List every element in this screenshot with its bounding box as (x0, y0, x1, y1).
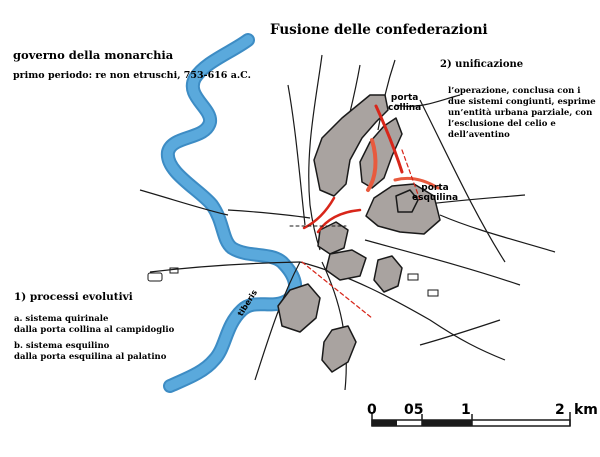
scale-label-05: 05 (404, 402, 424, 418)
porta-collina-label: porta collina (388, 93, 422, 113)
process-a-title: a. sistema quirinale (14, 314, 109, 324)
hill-aventine (277, 283, 321, 333)
settlement (169, 267, 179, 274)
road (287, 84, 306, 226)
scale-unit: km (574, 402, 598, 418)
road (149, 261, 301, 273)
settlement (147, 272, 163, 282)
process-a-desc: dalla porta collina al campidoglio (14, 325, 175, 335)
porta-collina-line2: collina (388, 102, 422, 113)
scale-label-2: 2 (555, 402, 565, 418)
road (308, 54, 323, 251)
hill-caelian (373, 255, 403, 293)
settlement (427, 289, 439, 297)
dashed-line (301, 261, 373, 319)
scale-label-0: 0 (367, 402, 377, 418)
process-b-desc: dalla porta esquilina al palatino (14, 352, 167, 362)
scale-label-1: 1 (461, 402, 471, 418)
dashed-line (401, 149, 421, 201)
city-systems (289, 104, 440, 319)
road (439, 214, 556, 253)
road (394, 94, 461, 107)
hill-quirinal (313, 94, 389, 197)
settlement (407, 273, 419, 281)
processes-heading: 1) processi evolutivi (14, 291, 133, 303)
road (227, 209, 311, 219)
hill-capitoline (317, 221, 349, 255)
hill-south (321, 325, 357, 373)
porta-collina-line1: porta (390, 93, 419, 103)
road (419, 319, 501, 346)
process-b-title: b. sistema esquilino (14, 341, 110, 351)
settlements (147, 267, 439, 297)
government-heading: governo della monarchia (13, 48, 174, 62)
porta-esquilina-label: porta esquilina (412, 183, 459, 203)
hills (277, 94, 441, 373)
hill-viminal (359, 117, 403, 189)
quirinal-wall (302, 196, 336, 230)
period-label: primo periodo: re non etruschi, 753-616 … (13, 70, 251, 81)
road (364, 239, 521, 286)
hill-palatine (325, 249, 367, 281)
map-title: Fusione delle confederazioni (270, 22, 488, 38)
unification-heading: 2) unificazione (440, 59, 524, 70)
porta-esquilina-line1: porta (421, 183, 449, 193)
scale-bar (371, 412, 571, 427)
road (321, 261, 347, 391)
road (254, 261, 301, 381)
unification-text: l’operazione, conclusa con i due sistemi… (448, 86, 596, 140)
esquiline-link (393, 176, 440, 190)
porta-esquilina-line2: esquilina (412, 192, 459, 203)
quirinal-wall (366, 138, 378, 192)
road (419, 99, 506, 263)
quirinal-wall (374, 104, 404, 174)
esquiline-link (316, 208, 362, 234)
tiber-river (161, 33, 303, 393)
hill-east (395, 189, 419, 213)
road (139, 189, 229, 216)
